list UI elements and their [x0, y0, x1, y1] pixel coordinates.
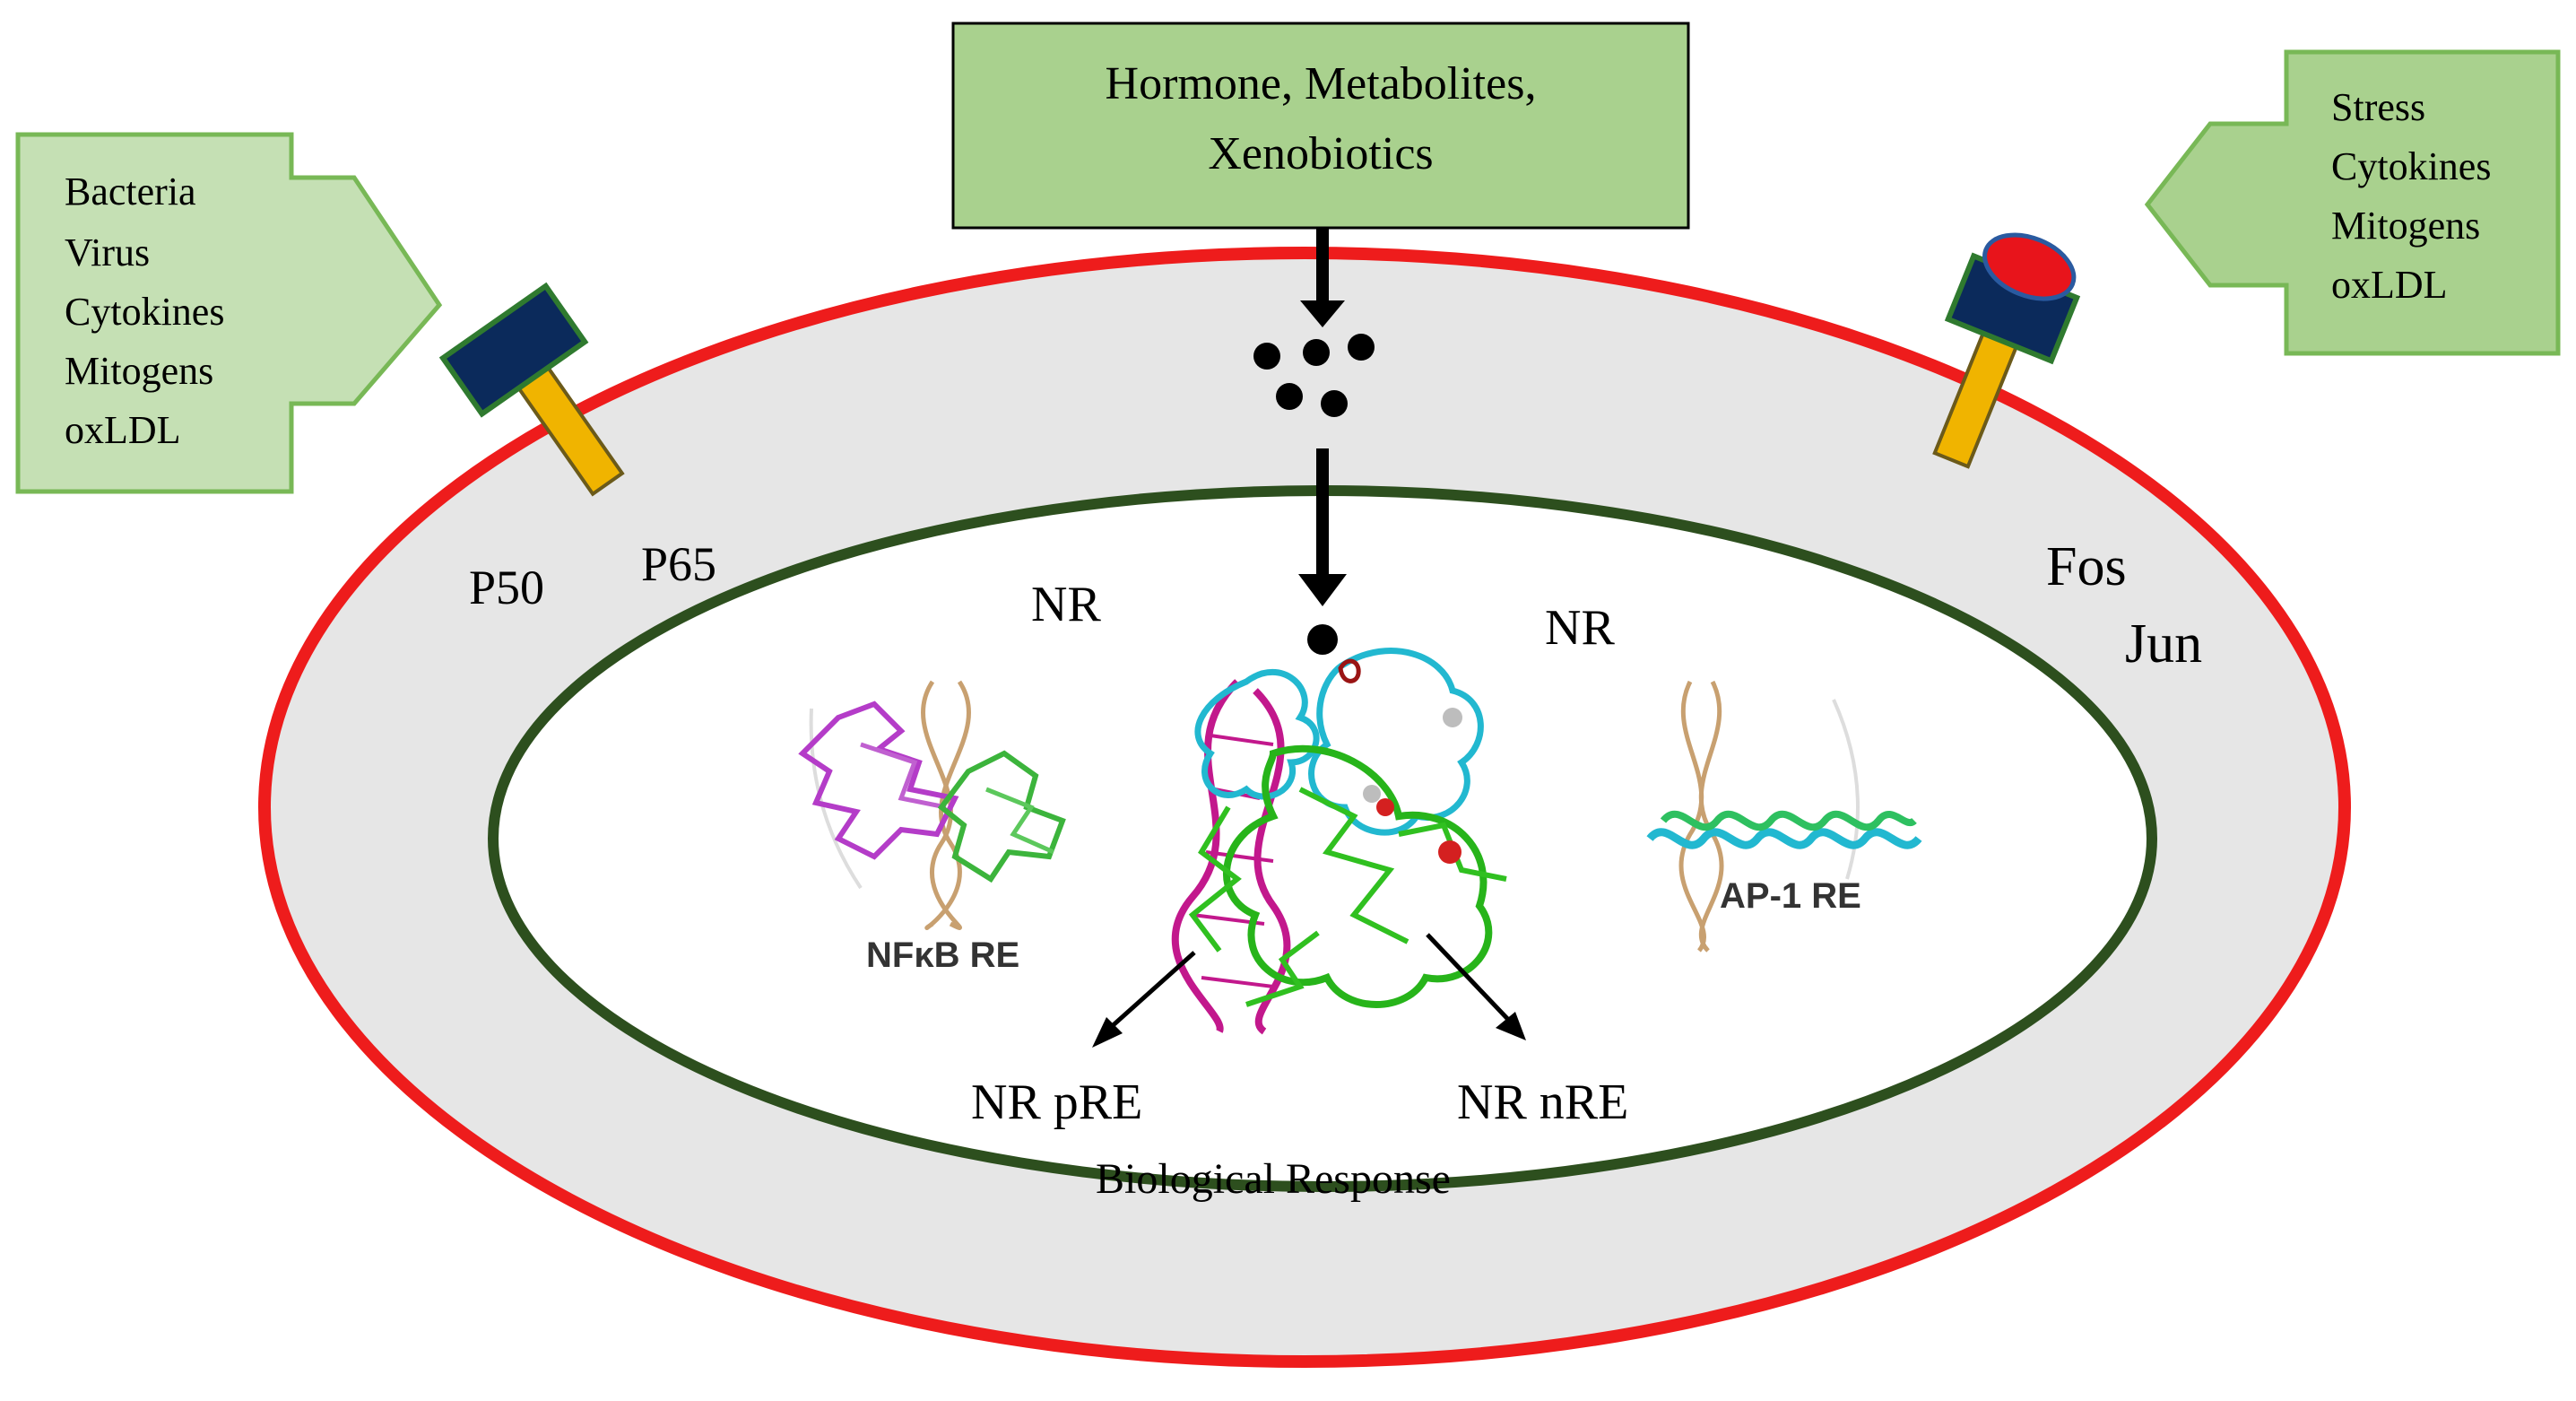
ap1-stimulus-item: oxLDL [2331, 263, 2448, 307]
ap1-re-label: AP-1 RE [1720, 876, 1861, 916]
ap1-stimulus-item: Mitogens [2331, 204, 2480, 248]
nfkb-re-label: NFκB RE [866, 935, 1019, 975]
p50-label: P50 [469, 561, 544, 614]
nfkb-stimulus-item: oxLDL [65, 408, 181, 452]
nfkb-stimulus-item: Mitogens [65, 349, 213, 393]
nr-left-label: NR [1031, 577, 1101, 632]
nfkb-stimulus-item: Virus [65, 231, 150, 274]
ligand-source-line1: Hormone, Metabolites, [1106, 58, 1537, 109]
nuclear-entry-arrowhead [1298, 574, 1347, 606]
ap1-stimuli-arrow: Stress Cytokines Mitogens oxLDL [2144, 49, 2561, 356]
pre-arrow [1099, 951, 1196, 1038]
ap1-re-structure-icon: AP-1 RE [1646, 680, 1922, 953]
pre-arrowhead [1092, 1017, 1123, 1048]
nfkb-stimulus-item: Cytokines [65, 290, 224, 334]
nfkb-stimulus-item: Bacteria [65, 170, 196, 213]
ap1-stimulus-item: Cytokines [2331, 144, 2491, 188]
ligand-source-box: Hormone, Metabolites, Xenobiotics [951, 22, 1690, 230]
left-membrane-receptor-icon [438, 282, 625, 497]
fos-label: Fos [2046, 536, 2127, 597]
ligand-molecules-icon [1253, 334, 1375, 417]
jun-label: Jun [2125, 613, 2202, 674]
ligand-source-line2: Xenobiotics [1208, 128, 1433, 179]
nr-pre-label: NR pRE [971, 1075, 1142, 1130]
nfkb-stimuli-arrow: Bacteria Virus Cytokines Mitogens oxLDL [15, 132, 443, 494]
right-membrane-receptor-icon [1932, 232, 2081, 469]
p65-label: P65 [641, 537, 716, 591]
ap1-stimulus-item: Stress [2331, 85, 2425, 129]
nre-arrow [1426, 933, 1517, 1029]
nre-arrowhead [1496, 1012, 1526, 1040]
nr-right-label: NR [1545, 600, 1615, 656]
nr-nre-label: NR nRE [1457, 1075, 1628, 1130]
nr-dna-complex-icon [1171, 648, 1507, 1035]
biological-response-label: Biological Response [1096, 1155, 1451, 1203]
ligand-entry-arrowhead [1300, 300, 1345, 327]
nfkb-re-structure-icon: NFκB RE [798, 680, 1066, 975]
bound-ligand-icon [1307, 624, 1338, 655]
